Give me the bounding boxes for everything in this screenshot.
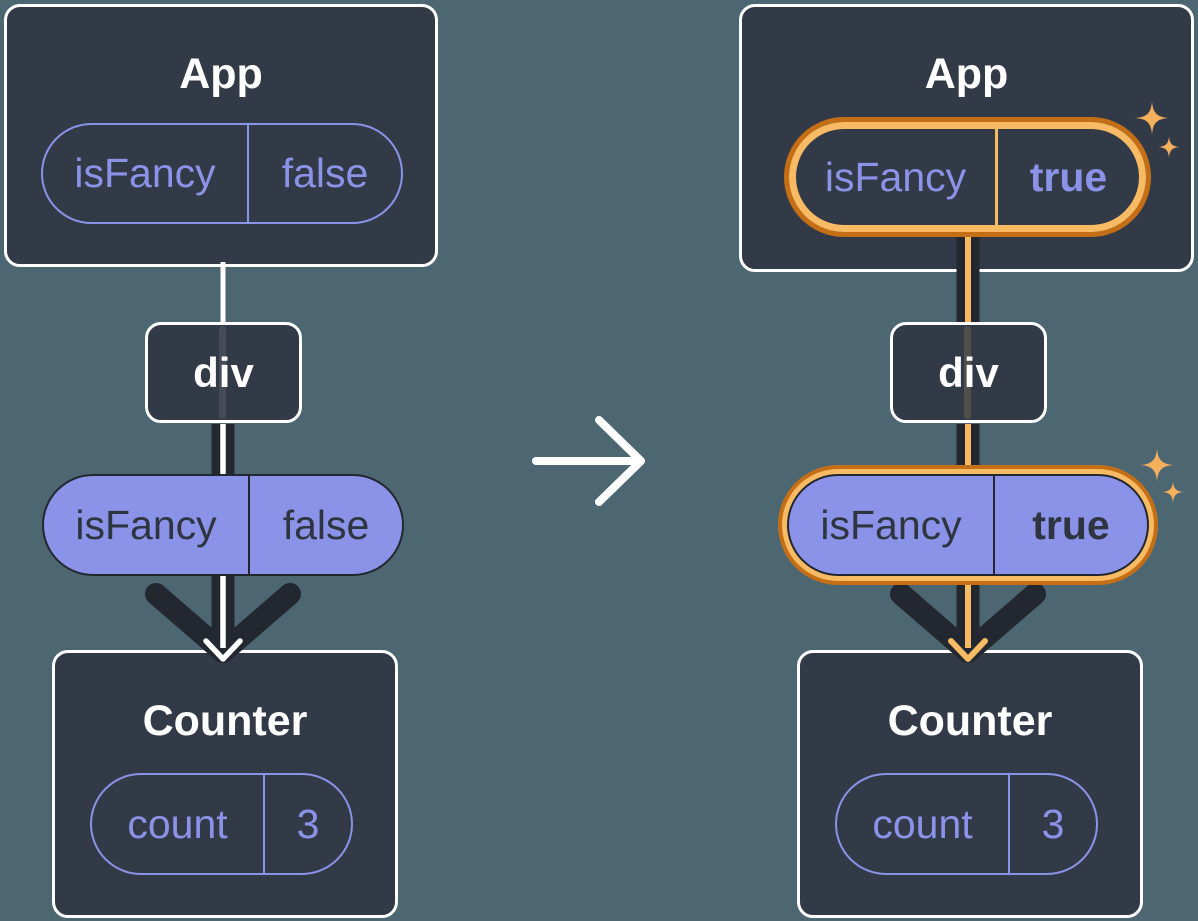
prop-value: true xyxy=(993,476,1147,574)
state-pill-counter: count 3 xyxy=(90,773,353,875)
prop-value: false xyxy=(247,125,401,222)
prop-value: true xyxy=(995,129,1139,225)
prop-pill-passed: isFancy false xyxy=(42,474,404,576)
div-node-title: div xyxy=(938,348,999,396)
prop-name: isFancy xyxy=(74,150,216,196)
state-value: 3 xyxy=(1008,775,1096,873)
state-value: 3 xyxy=(263,775,351,873)
div-node xyxy=(145,322,302,423)
prop-pill-app: isFancy false xyxy=(41,123,403,224)
pass-through-stripe xyxy=(964,326,971,419)
counter-node-title: Counter xyxy=(142,697,308,745)
prop-value: false xyxy=(248,476,402,574)
pass-through-stripe xyxy=(219,326,226,419)
state-pill-counter: count 3 xyxy=(835,773,1098,875)
prop-name: isFancy xyxy=(820,501,962,548)
counter-node-title: Counter xyxy=(887,697,1053,745)
div-node-title: div xyxy=(193,348,254,396)
prop-pill-app-highlighted: isFancy true xyxy=(789,122,1146,232)
div-node xyxy=(890,322,1047,423)
state-name: count xyxy=(127,800,228,847)
prop-name: isFancy xyxy=(824,153,967,200)
prop-name: isFancy xyxy=(75,501,217,548)
app-node-title: App xyxy=(179,50,263,98)
prop-pill-passed-highlighted: isFancy true xyxy=(787,474,1149,576)
app-node-title: App xyxy=(924,50,1009,98)
state-name: count xyxy=(872,800,973,847)
